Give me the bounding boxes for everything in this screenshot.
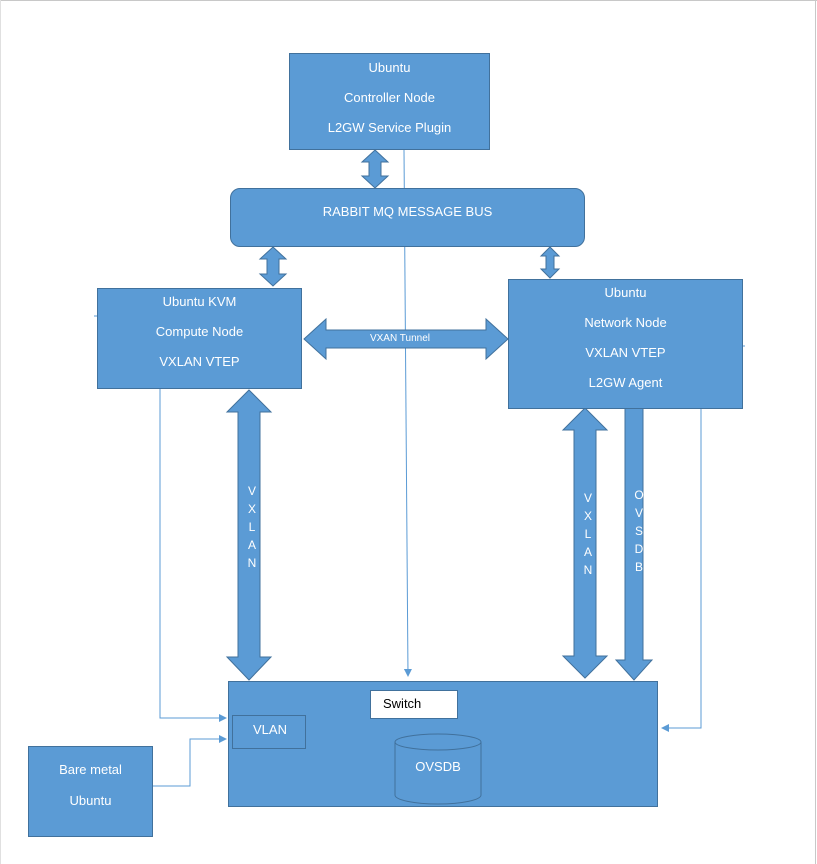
vxlan-left-label: V X L A N — [247, 484, 257, 570]
vxlan-left-arrow — [225, 389, 273, 681]
compute-node-box: Ubuntu KVM Compute Node VXLAN VTEP — [97, 288, 302, 389]
compute-to-vlan-line — [159, 388, 227, 722]
bus-network-arrow — [539, 246, 561, 279]
compute-os-label: Ubuntu KVM — [162, 294, 237, 309]
switch-label: Switch — [370, 690, 458, 719]
ovsdb-arrow-label: O V S D B — [634, 488, 644, 574]
vxlan-right-label: V X L A N — [583, 491, 593, 577]
baremetal-os-label: Ubuntu — [69, 793, 112, 808]
baremetal-to-vlan-line — [152, 735, 227, 787]
ovsdb-arrow — [614, 407, 654, 681]
controller-role-label: Controller Node — [343, 90, 436, 105]
network-agent-label: L2GW Agent — [588, 375, 663, 390]
ovsdb-database-icon — [394, 733, 482, 805]
network-to-switch-line — [661, 408, 702, 732]
controller-os-label: Ubuntu — [368, 60, 411, 75]
network-role-label: Network Node — [584, 315, 667, 330]
controller-node-box: Ubuntu Controller Node L2GW Service Plug… — [289, 53, 490, 150]
controller-bus-arrow — [360, 149, 390, 189]
network-vtep-label: VXLAN VTEP — [585, 345, 666, 360]
message-bus-label: RABBIT MQ MESSAGE BUS — [322, 204, 493, 219]
baremetal-box: Bare metal Ubuntu — [28, 746, 153, 837]
vlan-box: VLAN — [232, 715, 306, 749]
ovsdb-label: OVSDB — [415, 759, 461, 774]
message-bus-box: RABBIT MQ MESSAGE BUS — [230, 188, 585, 247]
compute-role-label: Compute Node — [155, 324, 244, 339]
vxlan-right-arrow — [561, 407, 609, 679]
baremetal-type-label: Bare metal — [59, 762, 122, 777]
page-border-right — [815, 0, 816, 864]
page-border-left — [0, 0, 1, 864]
network-os-label: Ubuntu — [604, 285, 647, 300]
bus-compute-arrow — [258, 246, 288, 287]
page-border-top — [0, 0, 817, 1]
compute-vtep-label: VXLAN VTEP — [159, 354, 240, 369]
vxlan-tunnel-label: VXAN Tunnel — [369, 333, 431, 344]
network-node-box: Ubuntu Network Node VXLAN VTEP L2GW Agen… — [508, 279, 743, 409]
controller-plugin-label: L2GW Service Plugin — [327, 120, 452, 135]
